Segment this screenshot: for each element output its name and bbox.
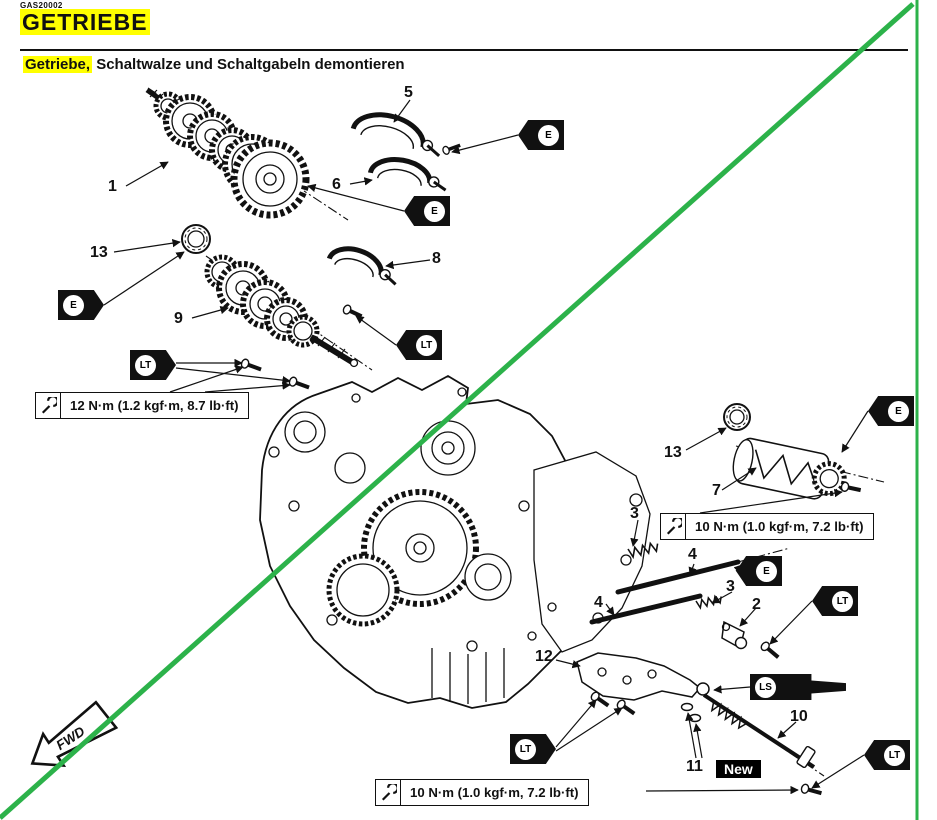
page-title: GETRIEBE [20,9,150,36]
section-title-rest: Schaltwalze und Schaltgabeln demontieren [92,56,405,73]
callout-5: 5 [404,84,413,101]
washers [680,702,702,723]
new-label: New [716,760,761,778]
shift-fork-8 [326,246,397,286]
torque-text: 12 N·m (1.2 kgf·m, 8.7 lb·ft) [70,398,239,413]
torque-text: 10 N·m (1.0 kgf·m, 7.2 lb·ft) [695,519,864,534]
flag-letter: E [63,294,84,316]
callout-12: 12 [535,648,553,665]
input-shaft-assembly [145,87,310,219]
callout-4b: 4 [594,594,603,611]
callout-1: 1 [108,178,117,195]
callout-4a: 4 [688,546,697,563]
flag-letter: E [538,124,559,146]
wrench-icon [376,780,401,805]
ball-bearing-right [723,403,751,431]
flag-letter: LT [832,590,853,612]
ball-bearing-top [181,224,211,254]
wrench-icon [36,393,61,418]
header-divider [20,49,908,52]
flag-letter: LT [515,738,536,760]
torque-spec-12nm: 12 N·m (1.2 kgf·m, 8.7 lb·ft) [35,392,249,419]
callout-11: 11 [686,758,703,775]
shift-shaft [702,693,816,769]
callout-3a: 3 [630,505,639,522]
output-shaft-assembly [204,254,359,368]
callout-10: 10 [790,708,808,725]
flag-letter: LT [135,354,156,376]
section-title-highlight: Getriebe, [23,56,93,73]
torque-spec-10nm-lower: 10 N·m (1.0 kgf·m, 7.2 lb·ft) [375,779,589,806]
shift-fork-6 [367,157,447,192]
flag-letter: LS [755,676,776,698]
callout-9: 9 [174,310,183,327]
wrench-icon [661,514,686,539]
flag-letter: E [424,200,445,222]
callout-13a: 13 [90,244,108,261]
flag-letter: E [756,560,777,582]
section-title: Getriebe, Schaltwalze und Schaltgabeln d… [23,56,405,73]
flag-letter: E [888,400,909,422]
flag-letter: LT [416,334,437,356]
callout-2: 2 [752,596,761,613]
callout-6: 6 [332,176,341,193]
callout-7: 7 [712,482,721,499]
callout-3b: 3 [726,578,735,595]
torque-text: 10 N·m (1.0 kgf·m, 7.2 lb·ft) [410,785,579,800]
callout-8: 8 [432,250,441,267]
torque-spec-10nm-upper: 10 N·m (1.0 kgf·m, 7.2 lb·ft) [660,513,874,540]
callout-13b: 13 [664,444,682,461]
stopper-lever [721,620,748,650]
page-title-text: GETRIEBE [20,9,150,35]
flag-letter: LT [884,744,905,766]
